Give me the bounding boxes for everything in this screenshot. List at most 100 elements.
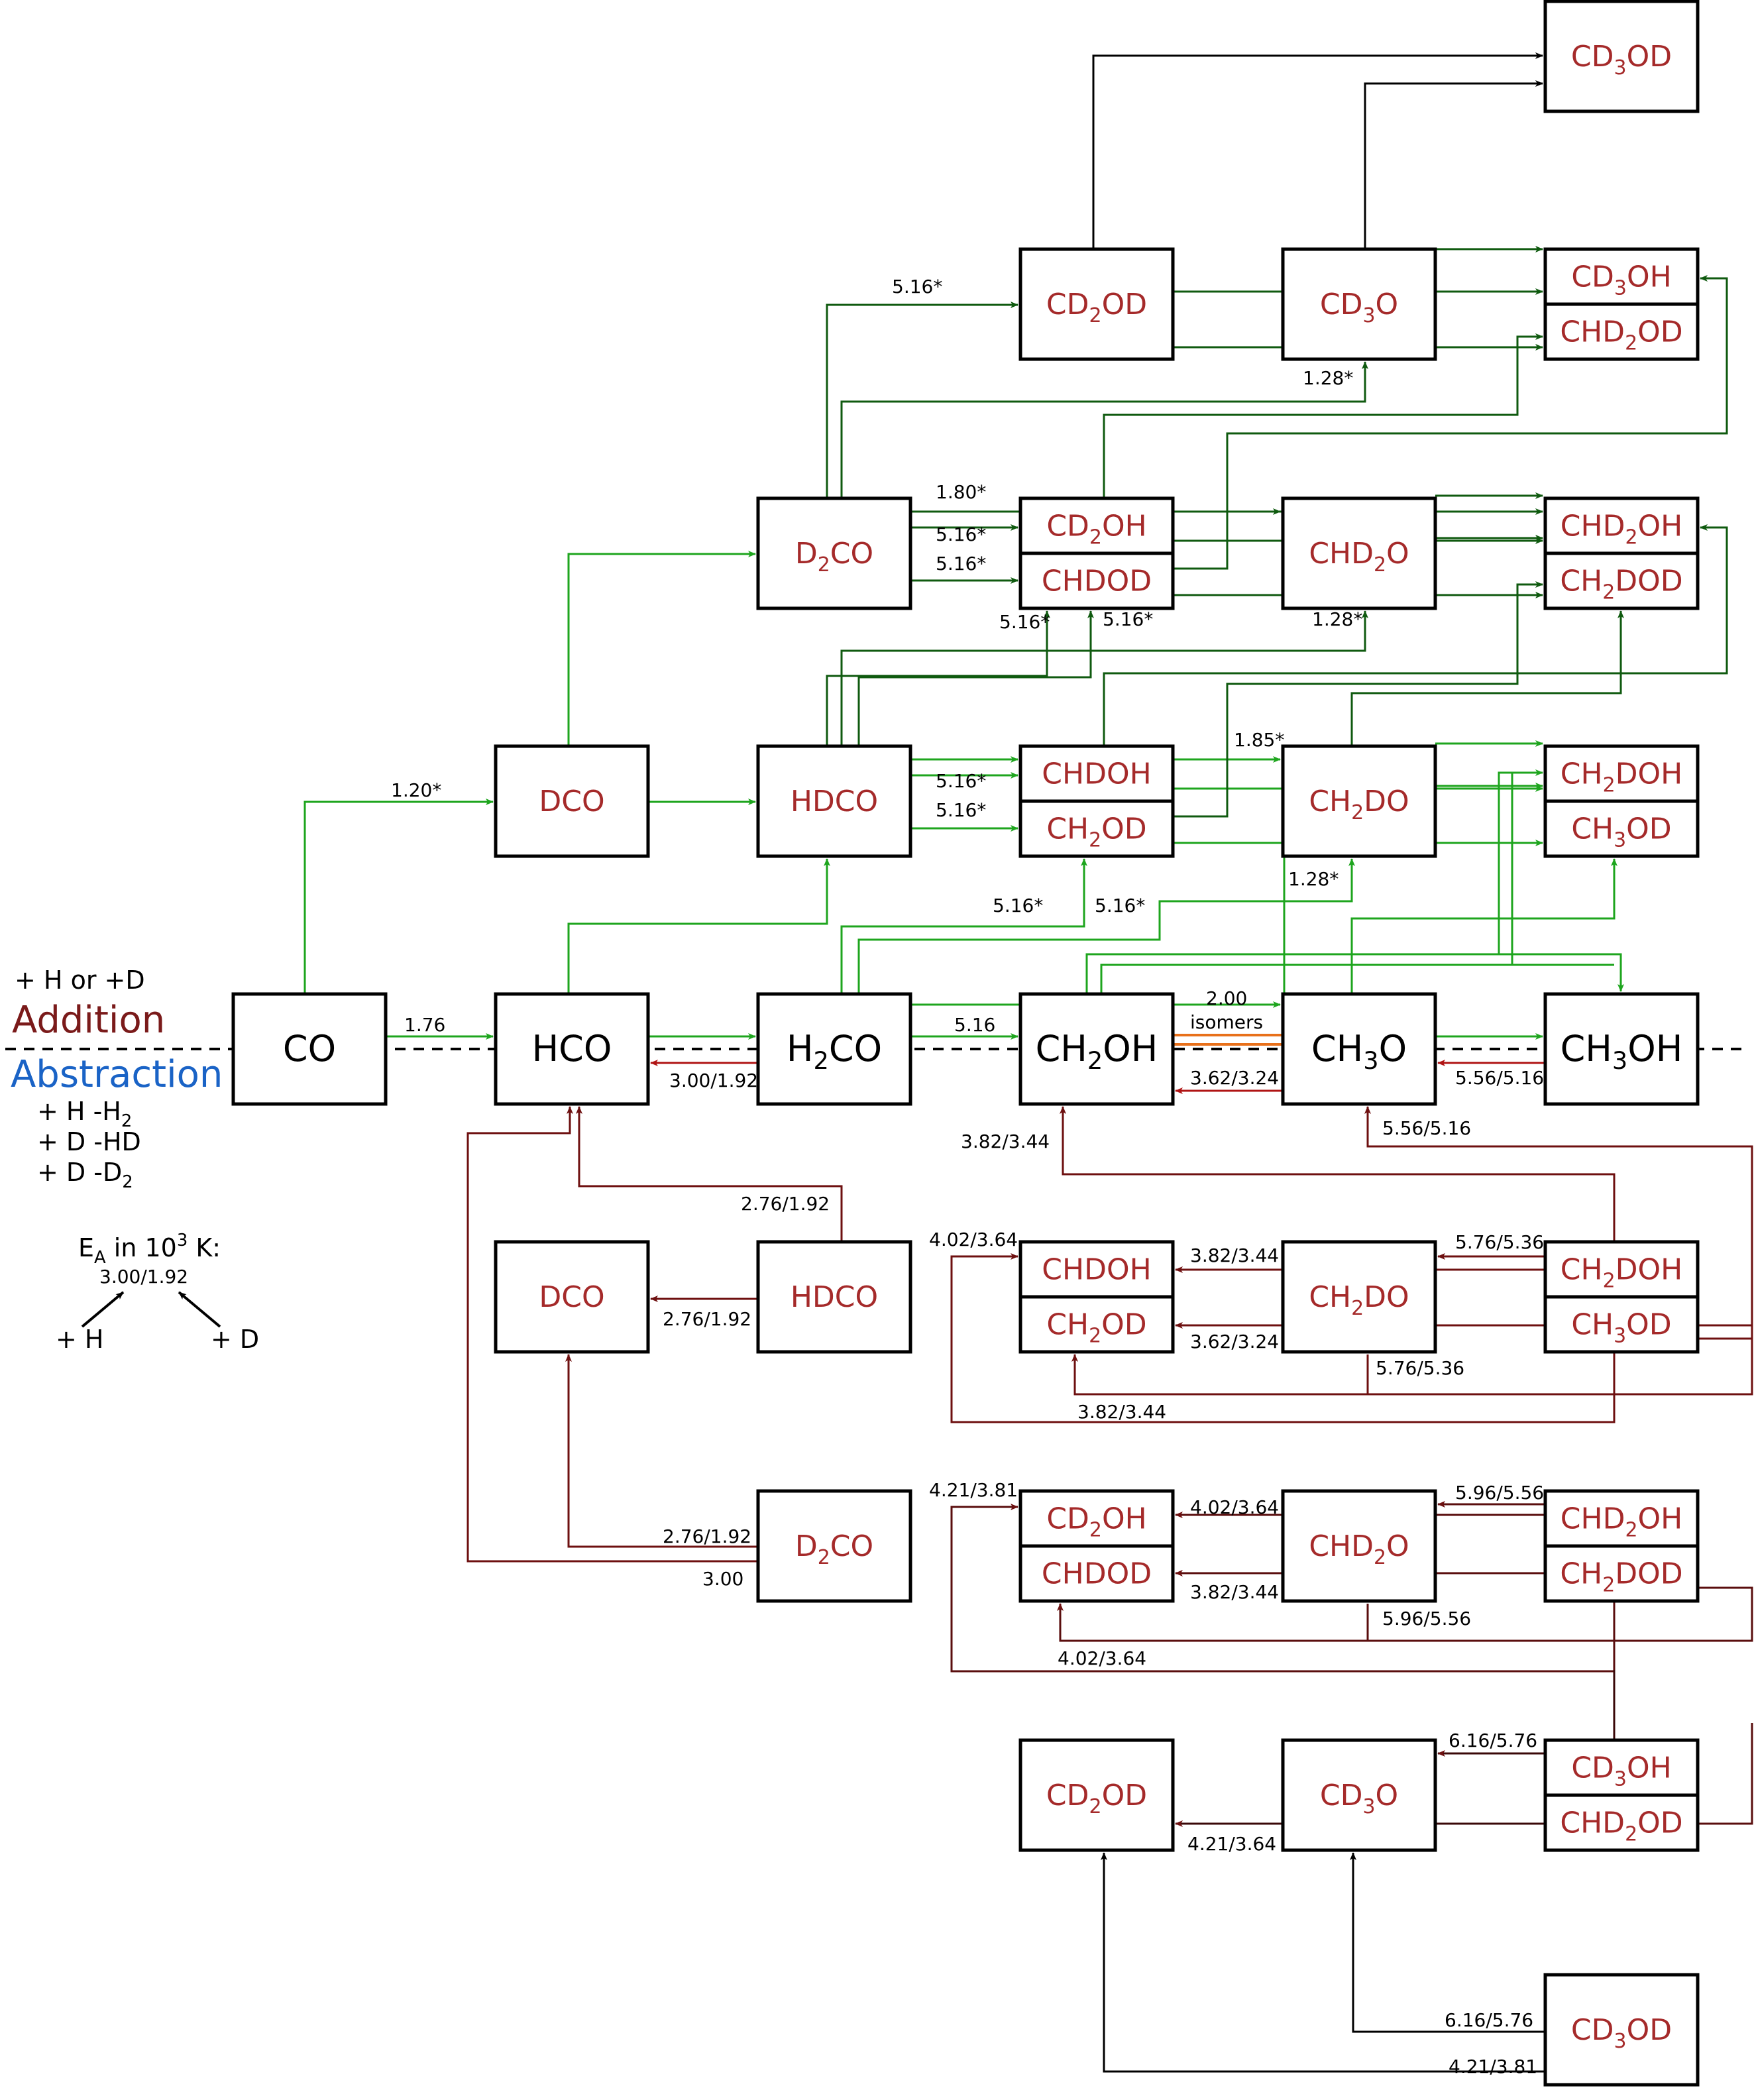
energy-label: 2.00 [1206, 987, 1247, 1009]
species-label: CH2DOD [1560, 565, 1682, 604]
species-label: CHD2OH [1561, 510, 1682, 549]
species-cd3o-b: CD3O [1281, 1738, 1437, 1852]
d-legend-label: + D [211, 1325, 259, 1354]
species-label: HCO [532, 1028, 612, 1070]
species-chd2od-b: CHD2OD [1543, 1793, 1700, 1852]
species-box [1018, 1295, 1175, 1354]
species-label: HDCO [791, 785, 878, 818]
energy-label: 6.16/5.76 [1445, 2009, 1533, 2031]
channels-label: + H or +D [15, 966, 145, 995]
species-ch3oh: CH3OH [1543, 992, 1700, 1106]
species-box [1018, 799, 1175, 858]
energy-label: 5.16* [1103, 608, 1153, 630]
species-ch2dod-b: CH2DOD [1543, 1544, 1700, 1603]
species-cd3o-a: CD3O [1281, 247, 1437, 361]
species-h2co: H2CO [756, 992, 912, 1106]
species-label: DCO [539, 1280, 604, 1314]
energy-label: 5.16* [936, 524, 986, 545]
species-box [494, 1240, 650, 1354]
abstraction-d-hd-label: + D -HD [37, 1127, 141, 1156]
species-box [1281, 744, 1437, 858]
species-label: D2CO [795, 537, 873, 577]
species-label: CH3OD [1571, 812, 1671, 852]
species-label: CH2DOH [1561, 1253, 1682, 1293]
abstraction-arrows [466, 1060, 1753, 2073]
species-ch2do-a: CH2DO [1281, 744, 1437, 858]
species-box [1543, 1295, 1700, 1354]
species-box [756, 992, 912, 1106]
h-legend-label: + H [56, 1325, 104, 1354]
species-box [494, 744, 650, 858]
species-label: CHDOD [1042, 1557, 1152, 1591]
species-box [1018, 1489, 1175, 1548]
species-box [1018, 992, 1175, 1106]
species-box [1543, 1973, 1700, 2087]
species-label: DCO [539, 785, 604, 818]
species-label: CD2OH [1046, 1502, 1146, 1542]
species-box [1018, 1738, 1175, 1852]
energy-label: 5.16* [892, 276, 942, 298]
species-ch2od-b: CH2OD [1018, 1295, 1175, 1354]
species-label: CH2DOD [1560, 1557, 1682, 1597]
species-label: CH2OD [1046, 812, 1146, 852]
species-box [1281, 1489, 1437, 1603]
species-box [1543, 496, 1700, 555]
species-cd3oh-a: CD3OH [1543, 247, 1700, 306]
energy-label: 5.16* [936, 770, 986, 792]
energy-label: 1.85* [1234, 729, 1284, 751]
species-dco-a: DCO [494, 744, 650, 858]
species-box [756, 1489, 912, 1603]
h-arrow [81, 1291, 125, 1328]
species-box [1281, 496, 1437, 610]
species-d2co-b: D2CO [756, 1489, 912, 1603]
species-box [1281, 1240, 1437, 1354]
energy-label: 3.00 [702, 1568, 743, 1590]
energy-label: 5.96/5.56 [1382, 1608, 1471, 1630]
species-cd3od-a: CD3OD [1543, 0, 1700, 113]
species-label: CHD2OD [1560, 315, 1682, 355]
species-cd2oh-b: CD2OH [1018, 1489, 1175, 1548]
energy-label: 3.00/1.92 [669, 1070, 758, 1091]
activation-energy-example: 3.00/1.92 [99, 1266, 188, 1288]
species-cd2od-b: CD2OD [1018, 1738, 1175, 1852]
species-box [1281, 992, 1437, 1106]
species-label: HDCO [791, 1280, 878, 1314]
species-chd2oh-a: CHD2OH [1543, 496, 1700, 555]
species-box [1543, 302, 1700, 361]
d-arrow [178, 1291, 221, 1328]
species-label: CHD2O [1309, 1529, 1409, 1569]
species-label: D2CO [795, 1529, 873, 1569]
energy-label: 2.76/1.92 [663, 1525, 751, 1547]
species-cd3od-b: CD3OD [1543, 1973, 1700, 2087]
legend: + H or +D Addition Abstraction + H -H2 +… [11, 966, 259, 1354]
species-box [1018, 1544, 1175, 1603]
species-label: CH2DO [1309, 1280, 1409, 1320]
addition-arrows [303, 52, 1728, 1040]
energy-label: 4.02/3.64 [1058, 1647, 1146, 1669]
energy-labels: 1.761.20*3.00/1.925.162.00isomers3.62/3.… [391, 276, 1544, 2077]
species-label: CD3OD [1571, 2013, 1672, 2053]
energy-label: 3.82/3.44 [1190, 1244, 1279, 1266]
energy-label: 5.56/5.16 [1382, 1117, 1471, 1139]
species-box [1018, 551, 1175, 610]
species-chdod-b: CHDOD [1018, 1544, 1175, 1603]
species-box [756, 496, 912, 610]
species-co: CO [231, 992, 388, 1106]
species-label: CH3O [1311, 1028, 1407, 1075]
species-box [1543, 0, 1700, 113]
energy-label: 5.16 [954, 1014, 995, 1036]
species-ch2od-a: CH2OD [1018, 799, 1175, 858]
species-hdco-a: HDCO [756, 744, 912, 858]
energy-label: 1.28* [1312, 608, 1362, 630]
species-d2co-a: D2CO [756, 496, 912, 610]
energy-label: 4.21/3.81 [929, 1479, 1018, 1501]
energy-label: 5.76/5.36 [1455, 1231, 1544, 1253]
species-dco-b: DCO [494, 1240, 650, 1354]
species-label: CD3OD [1571, 40, 1672, 80]
energy-label: 1.80* [936, 481, 986, 503]
species-ch2dod-a: CH2DOD [1543, 551, 1700, 610]
energy-label: 1.76 [404, 1014, 445, 1036]
species-ch2doh-b: CH2DOH [1543, 1240, 1700, 1299]
species-box [756, 1240, 912, 1354]
species-box [1543, 1793, 1700, 1852]
